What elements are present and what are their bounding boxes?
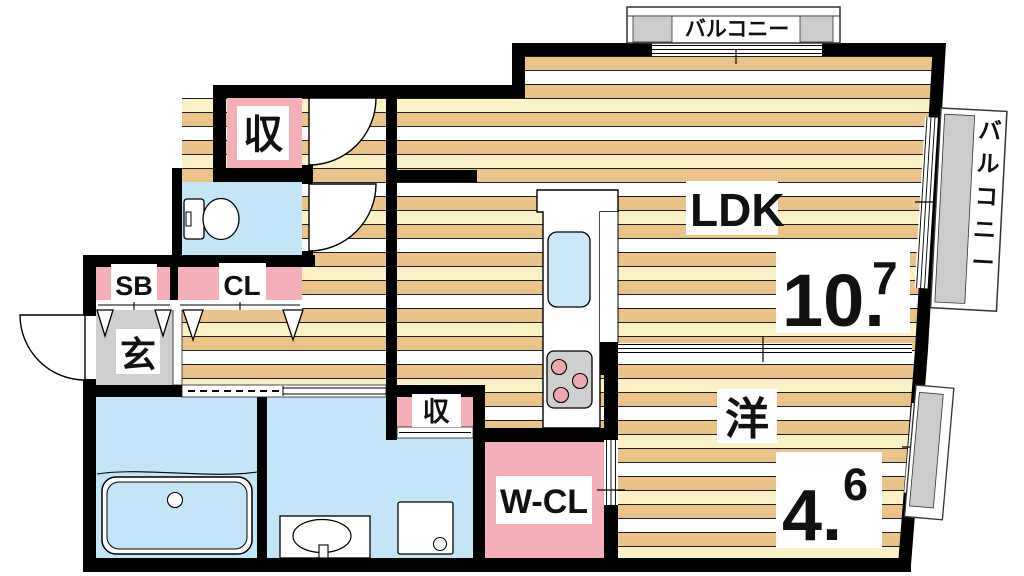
folding-door-v: [182, 309, 204, 343]
entrance-label: 玄: [120, 334, 156, 375]
wall: [473, 428, 618, 442]
entrance-step: [172, 307, 183, 386]
ldk-label: LDK: [690, 184, 785, 236]
ldk-area-sup: 7: [872, 252, 898, 304]
western-room-area: 4.: [782, 476, 842, 556]
western-room-area-sup: 6: [843, 459, 868, 510]
toilet: [183, 197, 240, 241]
hall-closet-label: CL: [223, 270, 260, 301]
washbasin: [279, 515, 371, 559]
sliding-partition-ldk-western: [618, 336, 912, 362]
balcony-top-label: バルコニー: [685, 18, 790, 41]
wall: [512, 43, 525, 98]
door-arc-toilet: [308, 183, 377, 252]
wcl-door: [597, 440, 625, 505]
wall: [172, 168, 182, 255]
balcony-top: バルコニー: [626, 6, 841, 44]
wall: [83, 385, 182, 397]
wall-hallway: [386, 85, 397, 440]
wall-bottom: [83, 558, 911, 572]
shoe-box-label: SB: [115, 271, 153, 301]
burner: [552, 386, 570, 404]
wall-left: [83, 255, 96, 572]
burner: [550, 358, 568, 376]
door-swings: [19, 97, 377, 381]
folding-door-v: [282, 309, 304, 343]
wall: [170, 267, 178, 300]
fixtures: [96, 189, 619, 559]
wall: [302, 165, 313, 184]
closet-washroom-door: [396, 426, 474, 439]
window-top: [652, 43, 822, 64]
western-room-label: 洋: [725, 395, 769, 444]
folding-door-symbols: [96, 309, 304, 343]
balcony-right: バルコニー: [929, 107, 1008, 312]
wall-stub: [397, 170, 477, 182]
burner: [571, 372, 589, 390]
ldk-area: 10.: [782, 259, 885, 342]
kitchen-sink: [547, 231, 591, 308]
wall: [257, 397, 267, 558]
wall: [302, 251, 313, 267]
wall: [213, 85, 226, 182]
washing-machine: [397, 501, 454, 555]
wall: [473, 385, 485, 558]
door-arc-entrance: [19, 314, 86, 381]
entrance-doorway: [83, 316, 96, 379]
wall: [213, 85, 518, 98]
closet-upper-label: 収: [243, 113, 283, 157]
bathtub: [96, 471, 258, 555]
window-ldk-right: [914, 117, 938, 289]
washroom-sliding-door: [181, 384, 387, 398]
folding-door-v: [96, 309, 114, 339]
walk-in-closet-label: W-CL: [500, 483, 588, 521]
closet-washroom-label: 収: [423, 397, 451, 427]
labels: 収 SB CL 玄 収 W-CL LDK 10. 7 洋 4. 6: [111, 106, 910, 556]
service-window-box: [903, 384, 955, 521]
folding-door-v: [154, 309, 172, 339]
sb-cl-door-strip: [96, 300, 302, 310]
wall: [213, 168, 310, 182]
door-arc-closet-upper: [308, 97, 377, 166]
balcony-right-label: バルコニー: [971, 117, 1002, 276]
kitchen-pass: [600, 212, 618, 343]
